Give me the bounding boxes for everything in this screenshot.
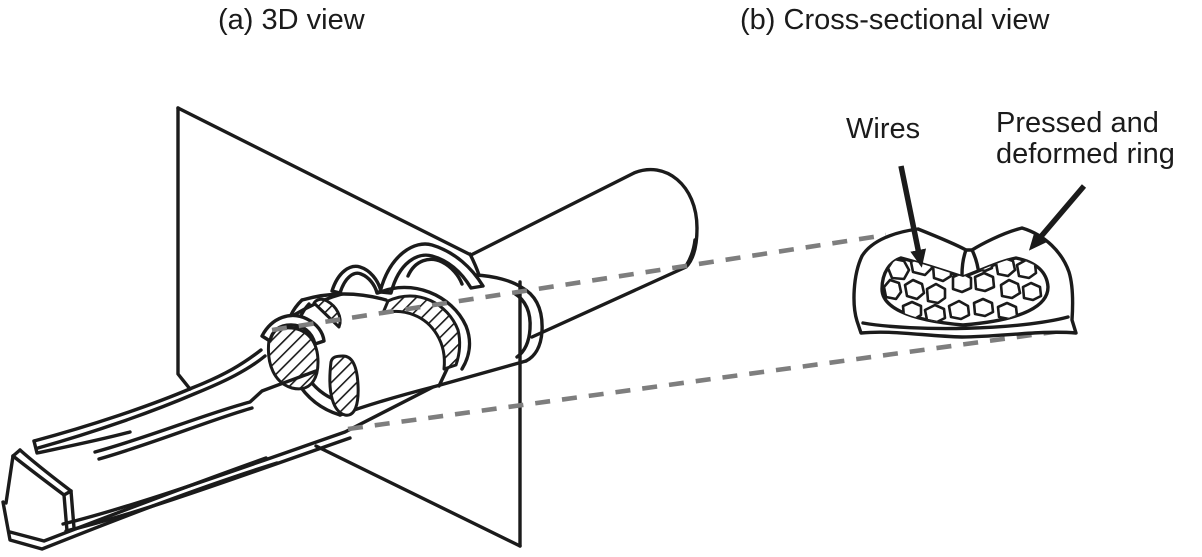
panel-a-title: (a) 3D view [218, 4, 365, 36]
wire-cut-face-crescent [381, 294, 462, 371]
tongue-mid-edge [93, 369, 318, 454]
wire-crimp-wing [330, 264, 383, 295]
wire-bundle-front-barrel [328, 354, 360, 417]
near-rail-top-inner [18, 448, 73, 493]
cutting-plane-top-edge [176, 106, 473, 257]
crimp-block-outline [473, 273, 544, 363]
panel-a-3d-view [1, 106, 1069, 551]
projection-dashed-line-upper [271, 232, 887, 333]
base-plate-outer [1, 461, 279, 551]
ring-arrow [1028, 184, 1087, 251]
wire-cell [947, 299, 971, 321]
ring-seam-left [960, 248, 968, 277]
crimp-block-inner-edge [512, 291, 532, 359]
wire-cell [994, 258, 1017, 278]
near-rail-end-faces [11, 448, 76, 533]
panel-b-cross-section [852, 165, 1087, 339]
projection-dashed-line-lower [347, 327, 1069, 432]
wires-arrow [898, 165, 927, 268]
tongue-far-edge [32, 348, 263, 443]
crimp-block [468, 252, 544, 363]
cut-face-connector [437, 367, 449, 388]
terminal-tongue [1, 348, 528, 551]
wire-cell [882, 278, 903, 301]
wires-label: Wires [846, 113, 921, 145]
base-plate-inner [8, 456, 268, 543]
barrel-cut-shell-arc [376, 285, 472, 371]
cutting-plane-bottom-edge [314, 444, 522, 548]
insulated-wire [469, 167, 699, 339]
wire-cell [972, 297, 995, 318]
near-rail-top [11, 454, 66, 497]
wire-cell [999, 278, 1022, 300]
wire-cell [925, 282, 947, 305]
pressed-deformed-ring-label: Pressed and deformed ring [996, 107, 1175, 170]
cutting-plane [176, 106, 522, 548]
hatched-wire-sections [260, 294, 462, 417]
ring-bottom-inner-edge [861, 315, 1070, 331]
barrel-near-top-edge [300, 292, 388, 302]
cutting-plane-left-edge [176, 106, 192, 391]
insulation-crimp-wing [378, 242, 485, 295]
tongue-far-edge-inner [36, 354, 267, 450]
wire-cell [973, 271, 996, 293]
panel-b-title: (b) Cross-sectional view [740, 4, 1050, 36]
base-plate-left-face [4, 454, 15, 505]
far-rail-end [32, 430, 132, 455]
wire-cell [903, 278, 926, 301]
tongue-mid-edge-inner [97, 406, 254, 461]
wire-cell [1021, 281, 1043, 302]
wire-cylinder-body [471, 169, 697, 337]
far-wing-arc [406, 257, 464, 286]
crimp-block-cut-edge [468, 252, 481, 277]
wire-cylinder-cap-edge [684, 238, 697, 268]
wire-cell [923, 303, 947, 324]
